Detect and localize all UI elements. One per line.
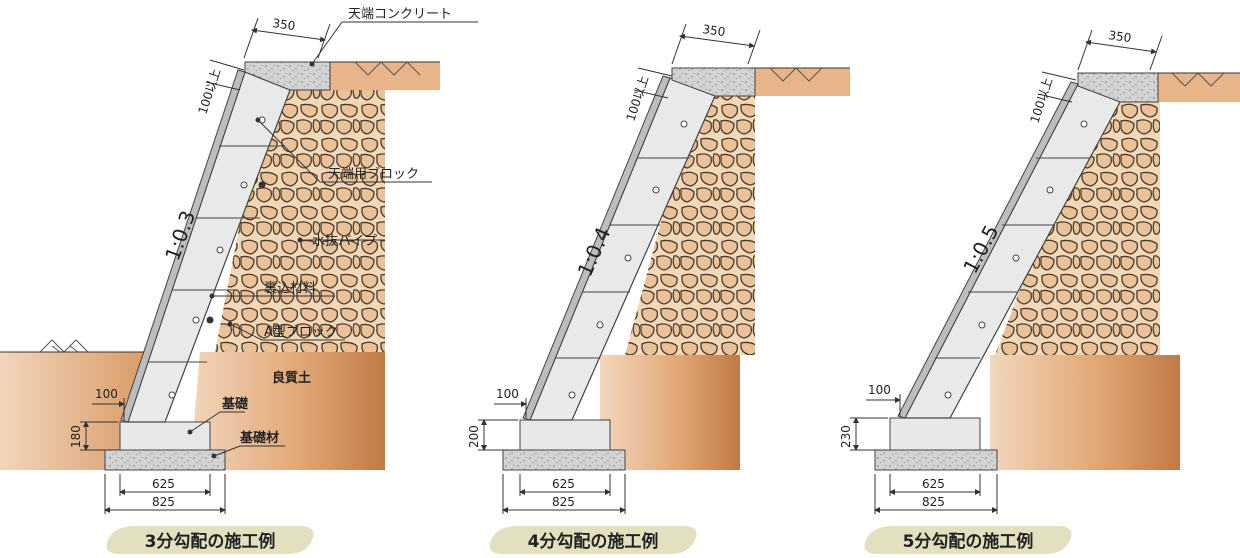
caption-text: 4分勾配の施工例 bbox=[528, 531, 659, 552]
dim-top-width: 350 bbox=[702, 22, 727, 39]
good-soil-area bbox=[600, 355, 740, 470]
dim-outer: 825 bbox=[152, 495, 175, 509]
top-concrete bbox=[244, 61, 331, 91]
top-ground-hatch-icon bbox=[769, 67, 823, 82]
dim-cover: 100以上 bbox=[1028, 76, 1056, 125]
foundation bbox=[889, 417, 981, 451]
top-ground-hatch-icon bbox=[354, 61, 421, 76]
top-concrete bbox=[671, 67, 756, 97]
dim-inner: 625 bbox=[922, 477, 945, 491]
dim-outer: 825 bbox=[922, 495, 945, 509]
foundation-material bbox=[502, 449, 626, 471]
dim-height: 200 bbox=[467, 425, 481, 448]
dim-toe: 100 bbox=[95, 387, 118, 401]
dim-height: 230 bbox=[839, 425, 853, 448]
block-wall bbox=[897, 81, 1121, 419]
foundation-material bbox=[104, 449, 226, 471]
good-soil-area bbox=[190, 352, 385, 470]
block-wall bbox=[120, 69, 291, 423]
dim-toe: 100 bbox=[496, 387, 519, 401]
block-wall bbox=[522, 75, 716, 421]
dim-inner: 625 bbox=[552, 477, 575, 491]
top-concrete bbox=[1077, 72, 1159, 103]
top-ground bbox=[1158, 73, 1240, 102]
callout-top-block: 天端用ブロック bbox=[328, 166, 419, 182]
caption-pill: 4分勾配の施工例 bbox=[489, 526, 697, 554]
dim-top-width: 350 bbox=[1108, 28, 1133, 45]
dim-cover: 100以上 bbox=[196, 67, 224, 116]
caption-pill: 5分勾配の施工例 bbox=[864, 526, 1072, 554]
callout-a-block: A型ブロック bbox=[264, 324, 338, 340]
top-ground bbox=[755, 68, 850, 96]
panel-slope-0-4: 1:0.4 350 100以上 100 200 625 825 bbox=[467, 22, 850, 554]
callout-top-concrete: 天端コンクリート bbox=[348, 7, 452, 22]
top-ground-hatch-icon bbox=[1171, 72, 1225, 87]
caption-pill: 3分勾配の施工例 bbox=[106, 526, 314, 554]
backfill-stones bbox=[995, 102, 1160, 355]
callout-foundation: 基礎 bbox=[221, 396, 249, 412]
panel-slope-0-5: 1:0.5 350 100以上 100 230 625 825 bbox=[839, 28, 1240, 554]
caption-text: 3分勾配の施工例 bbox=[145, 531, 276, 552]
dim-height: 180 bbox=[69, 425, 83, 448]
dim-toe: 100 bbox=[868, 383, 891, 397]
ground-hatch-icon bbox=[39, 339, 89, 353]
foundation bbox=[519, 419, 611, 451]
front-soil bbox=[0, 352, 150, 470]
foundation bbox=[119, 421, 211, 451]
panel-slope-0-3: 1:0.3 350 100以上 bbox=[0, 7, 478, 554]
backfill-stones bbox=[625, 96, 755, 355]
dim-top-width: 350 bbox=[272, 16, 297, 33]
good-soil-area bbox=[990, 355, 1180, 470]
callout-foundation-material: 基礎材 bbox=[239, 430, 279, 446]
callout-backfill: 裏込材料 bbox=[264, 281, 316, 296]
callout-drain-pipe: 水抜パイプ bbox=[312, 233, 377, 249]
callout-good-soil: 良質土 bbox=[272, 370, 311, 386]
foundation-material bbox=[874, 449, 998, 471]
dim-inner: 625 bbox=[152, 477, 175, 491]
caption-text: 5分勾配の施工例 bbox=[903, 531, 1034, 552]
dim-outer: 825 bbox=[552, 495, 575, 509]
